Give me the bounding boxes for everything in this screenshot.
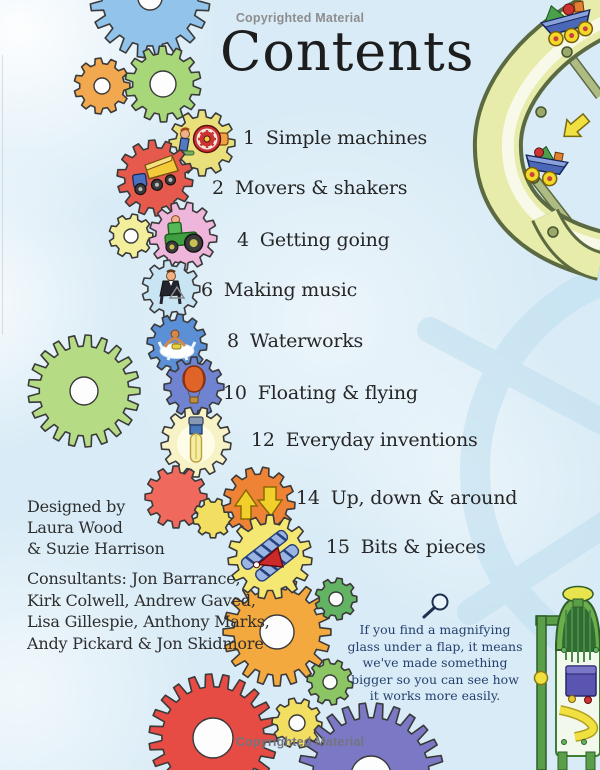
toc-label: Up, down & around [330, 487, 518, 509]
gear-yellow-small2 [271, 697, 323, 749]
note-line: If you find a magnifying [359, 622, 511, 637]
background-watermark [417, 265, 600, 675]
toc-label: Making music [223, 279, 358, 301]
gear-yellow-crank [168, 109, 236, 177]
gear-purple-large [298, 702, 444, 770]
up-down-arrows-icon [233, 486, 284, 520]
toc-label: Everyday inventions [285, 429, 478, 451]
hot-air-balloon-icon [182, 365, 206, 404]
credit-line: Designed by [27, 497, 126, 516]
gear-red-truck [116, 139, 194, 217]
copyright-watermark-bottom: Copyrighted Material [235, 735, 365, 749]
note-line: bigger so you can see how [351, 671, 519, 687]
toc-item: 4 Getting going [237, 229, 390, 251]
musician-icon [159, 269, 186, 305]
gear-blue-top [89, 0, 211, 59]
toc-page-number: 14 [296, 487, 320, 509]
copyright-watermark-top: Copyrighted Material [235, 11, 365, 25]
gear-orange-small [73, 57, 131, 115]
machine-illustration [533, 585, 600, 770]
toc-item: 2 Movers & shakers [212, 177, 407, 199]
dump-truck-icon [131, 154, 180, 196]
credit-line: Lisa Gillespie, Anthony Marks, [27, 612, 270, 631]
toc-page-number: 10 [223, 382, 247, 404]
toc-page-number: 4 [237, 229, 249, 251]
credit-line: Kirk Colwell, Andrew Gaved, [27, 590, 256, 610]
toc-label: Bits & pieces [360, 536, 486, 558]
toc-label: Movers & shakers [234, 177, 408, 199]
toc-label: Simple machines [265, 127, 428, 149]
toc-page-number: 15 [326, 536, 350, 558]
credit-line: & Suzie Harrison [27, 539, 165, 558]
gear-red-large [148, 673, 278, 770]
down-arrow-icon [563, 112, 591, 138]
credit-line: Consultants: Jon Barrance, [27, 569, 241, 588]
gear-green-large [27, 334, 141, 448]
crank-wheel-icon [177, 124, 229, 156]
toc-item: 6 Making music [201, 279, 357, 301]
gear-green-mid [124, 45, 202, 123]
toc-page-number: 2 [212, 177, 224, 199]
designed-by: Designed by Laura Wood & Suzie Harrison [27, 496, 270, 559]
magnifying-glass-icon [422, 593, 449, 619]
gear-lightblue-musician [141, 259, 201, 319]
note-line: it works more easily. [369, 688, 501, 703]
toc-item: 8 Waterworks [227, 330, 363, 352]
gear-cream-bulb [160, 406, 232, 478]
gear-green-small [314, 577, 358, 621]
magnifier-note: If you find a magnifying glass under a f… [345, 593, 525, 705]
toc-item: 1 Simple machines [243, 127, 427, 149]
conveyor-horn-icon [240, 529, 300, 582]
toc-item: 12 Everyday inventions [251, 429, 478, 451]
swimmer-icon [157, 329, 197, 361]
toc-item: 15 Bits & pieces [326, 536, 486, 558]
gear-yellow-conveyor [227, 514, 313, 600]
gear-chain-illustration [27, 0, 444, 770]
gear-yellow-small [108, 213, 154, 259]
consultants: Consultants: Jon Barrance, Kirk Colwell,… [27, 568, 270, 654]
note-line: glass under a flap, it means [347, 638, 523, 654]
gear-orange-large [222, 577, 332, 687]
credit-line: Andy Pickard & Jon Skidmore [27, 633, 264, 653]
rollercoaster-track-illustration [472, 0, 600, 281]
cart-illustration [539, 0, 594, 47]
gear-pink-tractor [148, 201, 218, 271]
machine-cart [565, 665, 597, 704]
toc-label: Floating & flying [257, 382, 418, 404]
toc-page-number: 6 [201, 279, 213, 301]
gear-blue-balloon [163, 356, 225, 418]
gear-orange-arrows [222, 466, 296, 540]
toc-page-number: 1 [243, 127, 255, 149]
note-line: we've made something [362, 655, 508, 670]
tractor-icon [164, 215, 204, 254]
toc-item: 14 Up, down & around [296, 487, 517, 509]
toc-label: Waterworks [249, 330, 364, 352]
page-title: Contents [220, 20, 475, 83]
credit-line: Laura Wood [27, 518, 123, 537]
toc-page-number: 8 [227, 330, 239, 352]
light-bulb-icon [177, 416, 215, 463]
toc-item: 10 Floating & flying [223, 382, 418, 404]
credits: Designed by Laura Wood & Suzie Harrison … [27, 496, 270, 654]
scan-edge-line [2, 55, 3, 335]
gear-green-mid2 [306, 658, 354, 706]
cart-illustration [524, 145, 570, 187]
toc-page-number: 12 [251, 429, 275, 451]
toc-label: Getting going [259, 229, 390, 251]
